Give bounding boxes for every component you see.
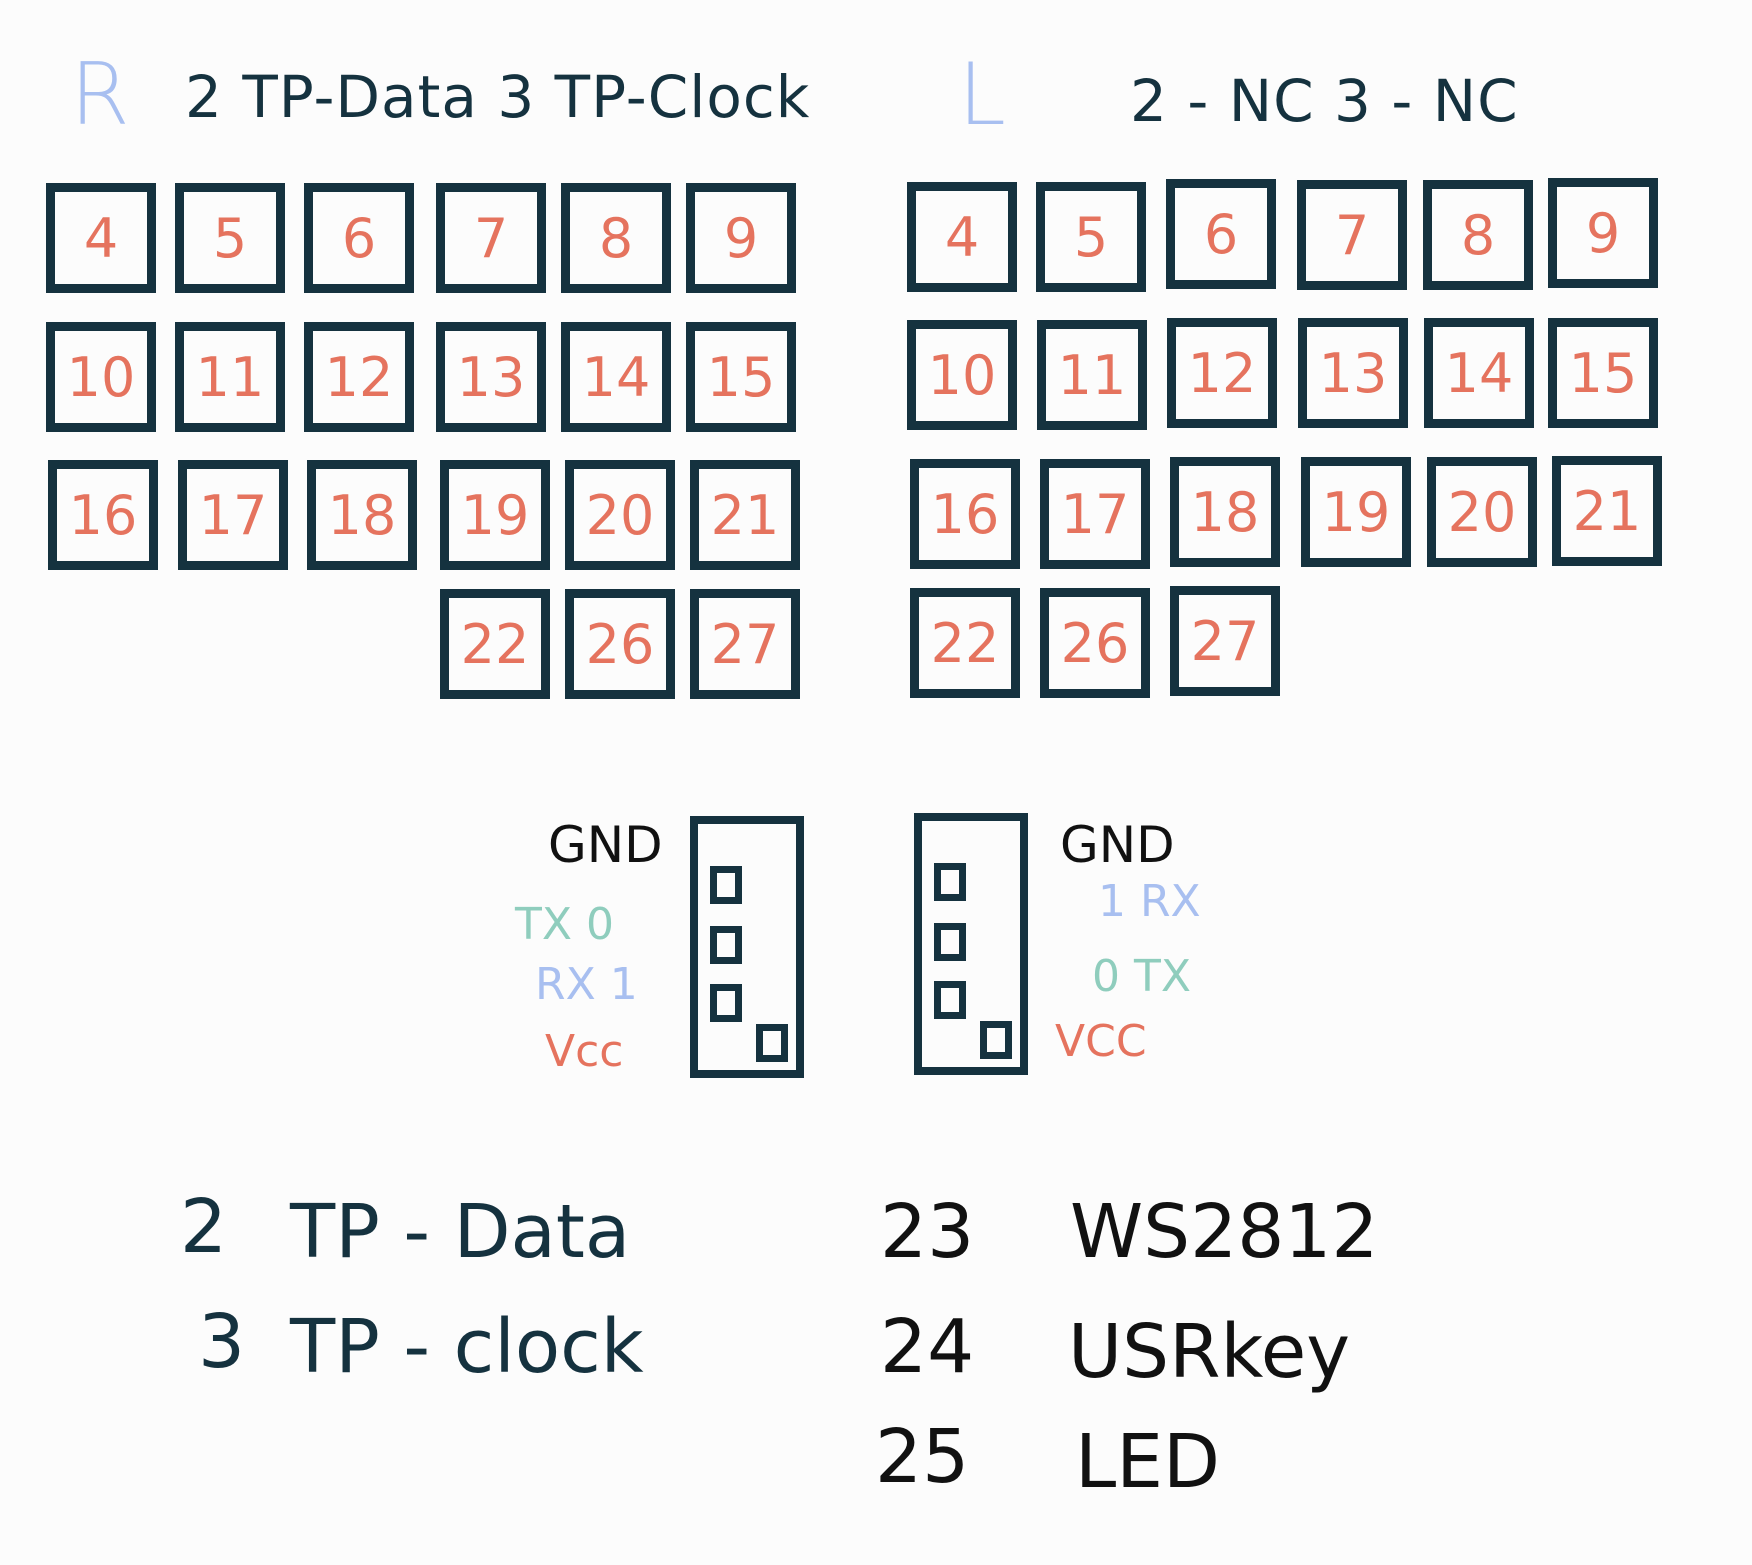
left-half-header: 2 - NC 3 - NC: [1130, 67, 1519, 135]
legend-left-function: TP - Data: [290, 1189, 631, 1275]
right-connector-gnd-label: GND: [548, 816, 663, 874]
right-key: 17: [178, 460, 288, 570]
right-connector: [690, 816, 804, 1078]
right-key: 26: [565, 589, 675, 699]
left-connector-gnd-label: GND: [1060, 816, 1175, 874]
legend-right-pin: 25: [875, 1414, 970, 1500]
left-key: 12: [1167, 318, 1277, 428]
left-key: 20: [1427, 457, 1537, 567]
right-key: 6: [304, 183, 414, 293]
left-key: 15: [1548, 318, 1658, 428]
left-key: 14: [1424, 318, 1534, 428]
connector-pin: [710, 926, 742, 964]
legend-right-pin: 23: [880, 1189, 975, 1275]
right-key: 10: [46, 322, 156, 432]
left-half-letter: L: [958, 45, 1006, 145]
right-key: 20: [565, 460, 675, 570]
right-half-letter: R: [70, 45, 130, 145]
left-key: 5: [1036, 182, 1146, 292]
left-key: 17: [1040, 459, 1150, 569]
right-connector-rx-label: RX 1: [535, 959, 638, 1010]
connector-pin: [934, 923, 966, 961]
right-connector-vcc-label: Vcc: [545, 1026, 624, 1077]
right-key: 9: [686, 183, 796, 293]
connector-pin: [710, 984, 742, 1022]
right-key: 19: [440, 460, 550, 570]
left-key: 11: [1037, 320, 1147, 430]
left-connector-vcc-label: VCC: [1055, 1016, 1147, 1067]
left-key: 19: [1301, 457, 1411, 567]
legend-right-function: USRkey: [1068, 1309, 1351, 1395]
left-key: 4: [907, 182, 1017, 292]
left-connector: [914, 813, 1028, 1075]
right-key: 22: [440, 589, 550, 699]
left-key: 13: [1298, 318, 1408, 428]
right-key: 15: [686, 322, 796, 432]
right-key: 5: [175, 183, 285, 293]
left-key: 26: [1040, 588, 1150, 698]
legend-left-pin: 3: [198, 1299, 246, 1385]
right-connector-tx-label: TX 0: [515, 899, 614, 950]
legend-right-function: WS2812: [1070, 1189, 1379, 1275]
left-key: 22: [910, 588, 1020, 698]
connector-pin: [710, 866, 742, 904]
legend-left-pin: 2: [180, 1184, 228, 1270]
legend-right-function: LED: [1075, 1419, 1220, 1505]
left-key: 27: [1170, 586, 1280, 696]
right-key: 11: [175, 322, 285, 432]
legend-left-function: TP - clock: [290, 1304, 644, 1390]
right-key: 21: [690, 460, 800, 570]
right-key: 8: [561, 183, 671, 293]
right-key: 7: [436, 183, 546, 293]
left-key: 8: [1423, 180, 1533, 290]
right-key: 12: [304, 322, 414, 432]
left-key: 18: [1170, 457, 1280, 567]
left-connector-rx-label: 1 RX: [1098, 876, 1201, 927]
left-key: 6: [1166, 179, 1276, 289]
right-key: 14: [561, 322, 671, 432]
left-key: 7: [1297, 180, 1407, 290]
right-key: 13: [436, 322, 546, 432]
right-half-header: 2 TP-Data 3 TP-Clock: [185, 63, 811, 131]
connector-pin: [980, 1021, 1012, 1059]
left-key: 16: [910, 459, 1020, 569]
left-key: 10: [907, 320, 1017, 430]
right-key: 27: [690, 589, 800, 699]
right-key: 4: [46, 183, 156, 293]
right-key: 16: [48, 460, 158, 570]
left-connector-tx-label: 0 TX: [1092, 951, 1191, 1002]
left-key: 9: [1548, 178, 1658, 288]
right-key: 18: [307, 460, 417, 570]
connector-pin: [934, 863, 966, 901]
left-key: 21: [1552, 456, 1662, 566]
connector-pin: [934, 981, 966, 1019]
connector-pin: [756, 1024, 788, 1062]
legend-right-pin: 24: [880, 1304, 975, 1390]
